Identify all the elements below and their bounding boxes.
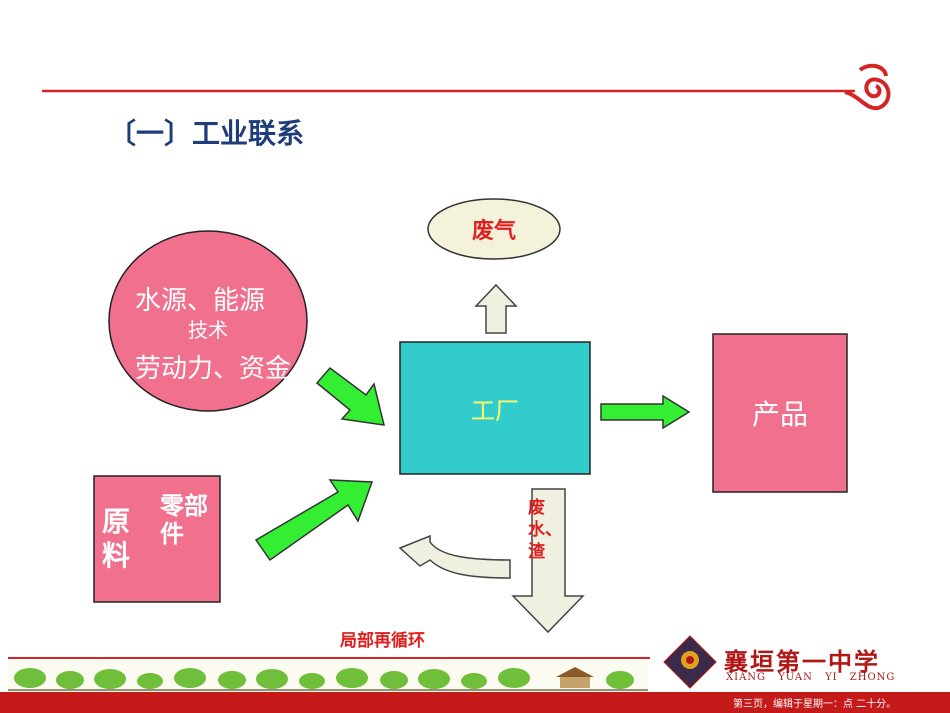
resources-label-line2: 技术: [188, 318, 228, 342]
up-arrow-icon: [474, 283, 518, 334]
green-arrow-raw-icon: [254, 479, 374, 562]
corner-note: 李光出品 谢绝使用: [907, 670, 944, 692]
waste-water-label: 废水、渣: [528, 498, 562, 562]
footer-bar: [0, 692, 950, 713]
footer-page-info: 第三页，编辑于星期一：点 二十分。: [733, 699, 897, 710]
recycle-arrow-icon: [398, 534, 511, 579]
waste-gas-node: [427, 198, 561, 260]
page-number: 3: [690, 671, 697, 684]
product-node: [712, 333, 848, 493]
parts-label: 零部件: [160, 492, 208, 548]
page-title: 〔一〕工业联系: [108, 117, 305, 150]
resources-label-line3: 劳动力、资金: [135, 354, 292, 384]
green-arrow-product-icon: [600, 394, 691, 430]
down-arrow-icon: [511, 488, 585, 634]
scroll-ornament-icon: [844, 63, 891, 111]
factory-label: 工厂: [471, 396, 519, 425]
raw-material-node: [93, 475, 221, 603]
resources-node: [108, 230, 308, 412]
tree-strip-decoration: [8, 657, 650, 692]
school-pinyin: XIANG YUAN YI ZHONG: [726, 672, 896, 683]
school-logo-icon: [663, 635, 717, 689]
resources-label-line1: 水源、能源: [135, 286, 266, 316]
product-label: 产品: [751, 398, 808, 431]
waste-gas-label: 废气: [471, 219, 516, 244]
factory-node: [399, 341, 591, 475]
recycle-label: 局部再循环: [340, 631, 425, 651]
resources-label-group: 水源、能源 技术 劳动力、资金: [108, 230, 308, 412]
raw-material-label: 原料: [102, 505, 131, 572]
green-arrow-resources-icon: [315, 366, 385, 426]
school-name: 襄垣第一中学: [724, 647, 880, 676]
